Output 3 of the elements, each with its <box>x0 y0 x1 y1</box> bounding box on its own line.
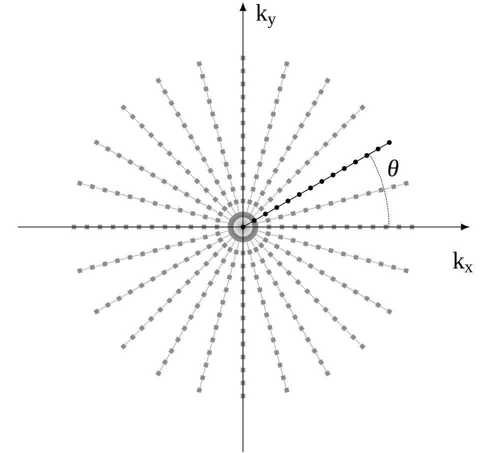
axis-label: k$_{x}$ <box>453 252 473 272</box>
axis-label: k$_{y}$ <box>256 4 276 28</box>
angle-label: θ <box>388 160 398 176</box>
